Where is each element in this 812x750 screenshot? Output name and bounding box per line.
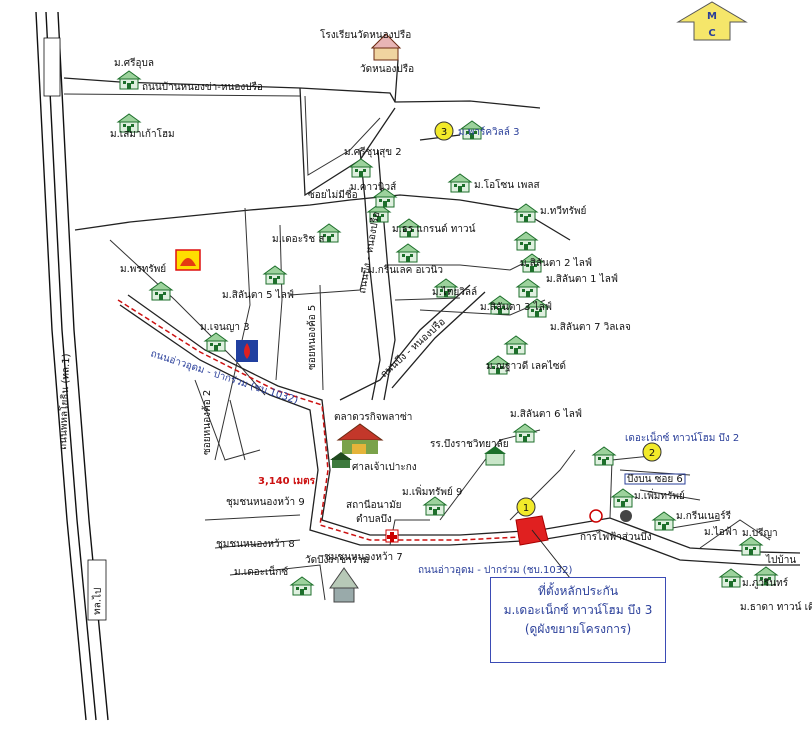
distance-route (117, 299, 541, 541)
shrine-label: ศาลเจ้าเปาะกง (352, 461, 417, 473)
village-label: ม.พาร์ควิลล์ 3 (458, 126, 519, 138)
health-2-label: ตำบลบึง (356, 513, 392, 525)
road-label-bueng-soi-6: บึงบน ซอย 6 (627, 473, 683, 485)
village-label: ม.เดอะริช ส (272, 234, 325, 245)
shrine-icon (330, 452, 352, 468)
road-label-soi-nong-kho-2: ซอยหนองค้อ 2 (201, 390, 213, 455)
village-label: ม.ไอฟ้า (704, 526, 738, 538)
callout-line-3: (ดูผังขยายโครงการ) (524, 622, 632, 636)
road-label-to-wan: ไปบ้าน (765, 554, 796, 566)
ptt-gas-station-icon (236, 340, 258, 362)
collateral-callout: ที่ตั้งหลักประกัน ม.เดอะเน็กซ์ ทาวน์โฮม … (490, 577, 666, 663)
road-label-highway: ถนนพหลโยธิน (ทล.1) (56, 353, 72, 450)
chumchon-7-label: ชุมชนหนองหว้า 7 (324, 551, 403, 563)
road-label-ban-cho: ถนนบ้านหนองข่า-หนองปรือ (142, 81, 263, 93)
village-label: ม.สิลันตา 2 ไลฟ์ (520, 257, 592, 269)
marker-3: 3 (434, 121, 454, 141)
village-label: ม.ณฐาวดี เลคไซด์ (486, 360, 566, 372)
health-station-icon (385, 529, 399, 543)
electric-icon (589, 509, 632, 523)
village-label: ม.กรีนเลค อเวนิว (368, 264, 443, 276)
marker-1-label: 1 (523, 503, 529, 514)
village-label: ม.เพิ่มทรัพย์ (634, 488, 685, 502)
temple-top-label: วัดหนองปรือ (360, 63, 414, 75)
village-label: ม.ศรีอุบล (114, 57, 154, 69)
village-label: ม.สิลันตา 5 ไลฟ์ (222, 289, 294, 301)
temple-bottom-label: วัดบึงราชาราม (305, 554, 369, 566)
village-label: ม.ปรีญา (742, 527, 778, 539)
road-label-highway-lower: ทล.ไป (91, 587, 104, 615)
compass-letter-c: C (708, 28, 715, 39)
road-label-bypass-mid: ถนนบึง - หนองปรือ (356, 211, 382, 295)
compass-letter-m: M (707, 11, 717, 22)
village-label: ม.ศรีชุนสุข 2 (344, 146, 402, 158)
chumchon-9-label: ชุมชนหนองหว้า 9 (226, 496, 305, 508)
village-label: ม.ภูวรินทร์ (742, 577, 789, 589)
market-label: ตลาดวรกิจพลาซ่า (334, 412, 412, 423)
village-label: ม.ธร แกรนด์ ทาวน์ (392, 223, 476, 235)
temple-icon (329, 567, 359, 603)
school-top-label: โรงเรียนวัดหนองปรือ (320, 28, 411, 41)
village-label: ม.ไทยวิลล์ (432, 286, 477, 298)
village-label: ม.ธาดา ทาวน์ เดิร์ฟ (740, 601, 812, 613)
village-label: ม.พรทรัพย์ (120, 263, 166, 275)
school-icon (484, 446, 506, 466)
village-label: ม.สิลันตา 6 ไลฟ์ (510, 408, 582, 420)
village-label: เดอะเน็กซ์ ทาวน์โฮม บึง 2 (625, 430, 739, 444)
marker-1: 1 (516, 497, 536, 517)
road-label-bypass-lower: ถนนบึง - หนองปรือ (378, 316, 448, 380)
village-label: ม.โอโซน เพลส (474, 178, 540, 191)
village-label: ม.สิลันตา 7 วิลเลจ (550, 322, 631, 333)
top-temple-icon (370, 33, 402, 61)
village-label: ม.ทวีทรัพย์ (540, 205, 586, 217)
village-label: ม.เดอะเน็กซ์ (234, 564, 288, 578)
market-icon (336, 423, 384, 454)
village-label: ม.กรีนเนอร์รี (676, 510, 732, 522)
school-bueng-label: รร.บึงราชวิทยาลัย (430, 438, 509, 450)
village-label: ม.สิลันตา 3 ไลฟ์ (480, 301, 552, 313)
chumchon-8-label: ชุมชนหนองหว้า 8 (216, 538, 295, 550)
marker-2-label: 2 (649, 448, 655, 459)
marker-2: 2 (642, 442, 662, 462)
village-label: ม.เสมาเก้าโฮม (110, 127, 175, 140)
village-label: ม.เจนญา 3 (200, 322, 250, 333)
village-label: ม.เพิ่มทรัพย์ 9 (402, 484, 462, 498)
road-label-ao-udom-lower: ถนนอ่าวอุดม - ปากร่วม (ชบ.1032) (418, 565, 572, 576)
health-label: สถานีอนามัย (346, 499, 402, 511)
village-label: ม.สิลันตา 1 ไลฟ์ (546, 273, 618, 285)
village-label: ม.คาวนิวส์ (350, 181, 396, 193)
north-arrow-logo: M C (676, 1, 748, 41)
marker-3-label: 3 (441, 127, 447, 138)
callout-line-1: ที่ตั้งหลักประกัน (537, 584, 619, 598)
highway (35, 11, 109, 721)
electric-label: การไฟฟ้าส่วนบึง (580, 531, 652, 543)
callout-line-2: ม.เดอะเน็กซ์ ทาวน์โฮม บึง 3 (503, 603, 653, 617)
road-label-soi-mai-mi: ซอยไม่มีชื่อ (308, 187, 358, 201)
road-label-ao-udom-upper: ถนนอ่าวอุดม - ปากร่วม (ชบ.1032) (149, 348, 299, 406)
road-label-soi-nong-kho: ซอยหนองค้อ 5 (306, 305, 318, 370)
distance-label: 3,140 เมตร (258, 476, 316, 487)
shell-icon (175, 249, 201, 271)
